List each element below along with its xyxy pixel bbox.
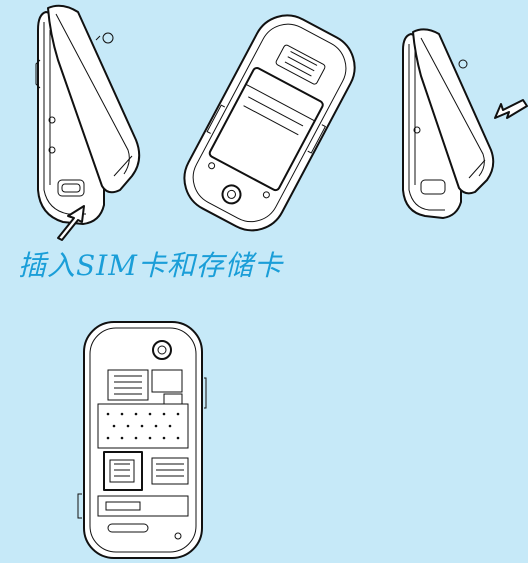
instruction-caption: 插入SIM卡和存储卡 bbox=[18, 249, 283, 282]
phone-sim-slot-illustration bbox=[77, 318, 208, 563]
phone-open-cover-icon bbox=[35, 4, 141, 241]
phone-battery-illustration bbox=[175, 10, 365, 235]
phone-close-cover-illustration bbox=[395, 20, 528, 220]
phone-sim-slot-icon bbox=[77, 321, 207, 559]
phone-open-cover-illustration bbox=[28, 0, 150, 241]
phone-battery-icon bbox=[183, 14, 356, 232]
phone-close-cover-icon bbox=[402, 28, 528, 219]
